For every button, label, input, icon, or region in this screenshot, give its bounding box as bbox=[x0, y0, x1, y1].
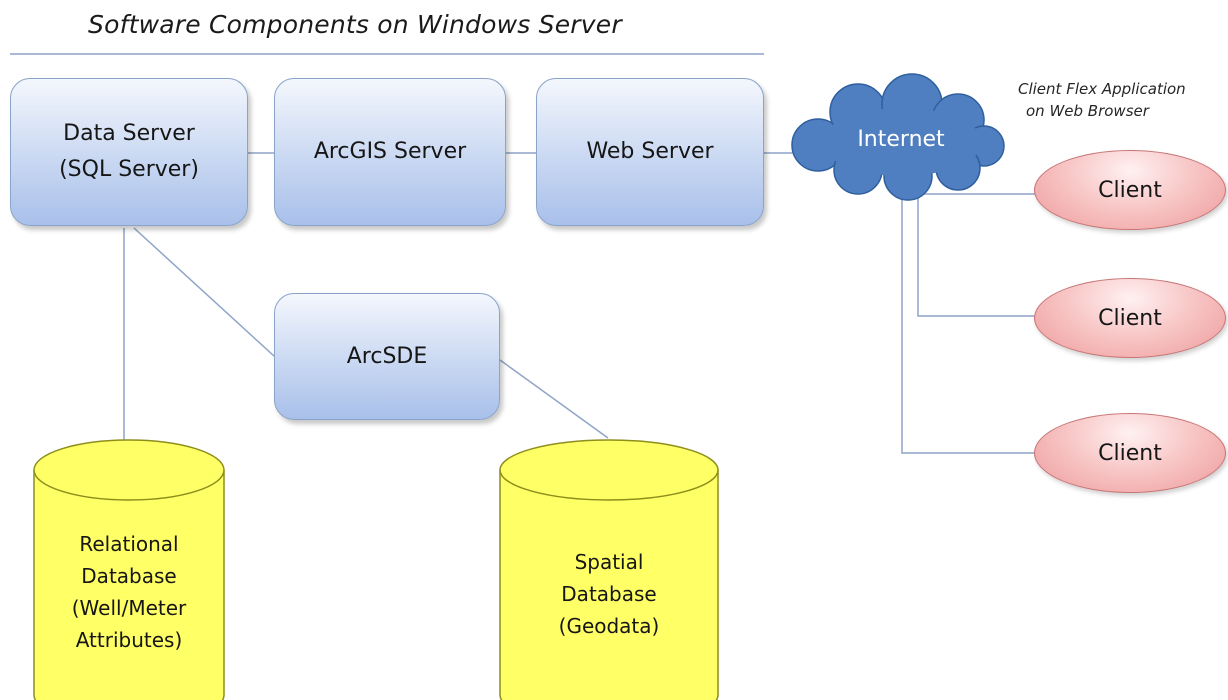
connector-internet-client-3 bbox=[901, 172, 1035, 454]
connector-dataserver-arcsde bbox=[133, 227, 275, 357]
relational-database-label: Relational Database (Well/Meter Attribut… bbox=[34, 528, 224, 656]
spatial-database-label: Spatial Database (Geodata) bbox=[500, 546, 718, 642]
client-caption: Client Flex Application on Web Browser bbox=[1018, 78, 1186, 122]
client-caption-line: on Web Browser bbox=[1026, 102, 1149, 120]
client-label: Client bbox=[1098, 440, 1162, 466]
connector-arcsde-spatialdb bbox=[499, 359, 609, 439]
client-node[interactable]: Client bbox=[1034, 150, 1226, 230]
data-server-node[interactable]: Data Server (SQL Server) bbox=[10, 78, 248, 226]
internet-cloud-icon[interactable] bbox=[791, 73, 1005, 201]
relational-database-line: (Well/Meter bbox=[71, 596, 187, 620]
spatial-database-cylinder[interactable] bbox=[499, 439, 719, 700]
relational-database-line: Database bbox=[81, 564, 177, 588]
relational-database-cylinder[interactable] bbox=[33, 439, 225, 700]
arcgis-server-label: ArcGIS Server bbox=[313, 139, 467, 164]
client-caption-line: Client Flex Application bbox=[1018, 80, 1186, 98]
web-server-node[interactable]: Web Server bbox=[536, 78, 764, 226]
spatial-database-line: Spatial bbox=[574, 550, 644, 574]
client-label: Client bbox=[1098, 305, 1162, 331]
arcgis-server-node[interactable]: ArcGIS Server bbox=[274, 78, 506, 226]
client-label: Client bbox=[1098, 177, 1162, 203]
arcsde-node[interactable]: ArcSDE bbox=[274, 293, 500, 420]
internet-label: Internet bbox=[857, 127, 945, 152]
spatial-database-line: (Geodata) bbox=[558, 614, 660, 638]
relational-database-line: Attributes) bbox=[75, 628, 183, 652]
web-server-label: Web Server bbox=[586, 139, 714, 164]
data-server-sublabel: (SQL Server) bbox=[59, 157, 199, 182]
diagram-title: Software Components on Windows Server bbox=[88, 10, 622, 39]
client-node[interactable]: Client bbox=[1034, 278, 1226, 358]
client-node[interactable]: Client bbox=[1034, 413, 1226, 493]
relational-database-line: Relational bbox=[79, 532, 179, 556]
data-server-label: Data Server bbox=[63, 121, 195, 146]
spatial-database-line: Database bbox=[561, 582, 657, 606]
connector-internet-client-2 bbox=[917, 170, 1035, 317]
arcsde-label: ArcSDE bbox=[346, 343, 428, 369]
